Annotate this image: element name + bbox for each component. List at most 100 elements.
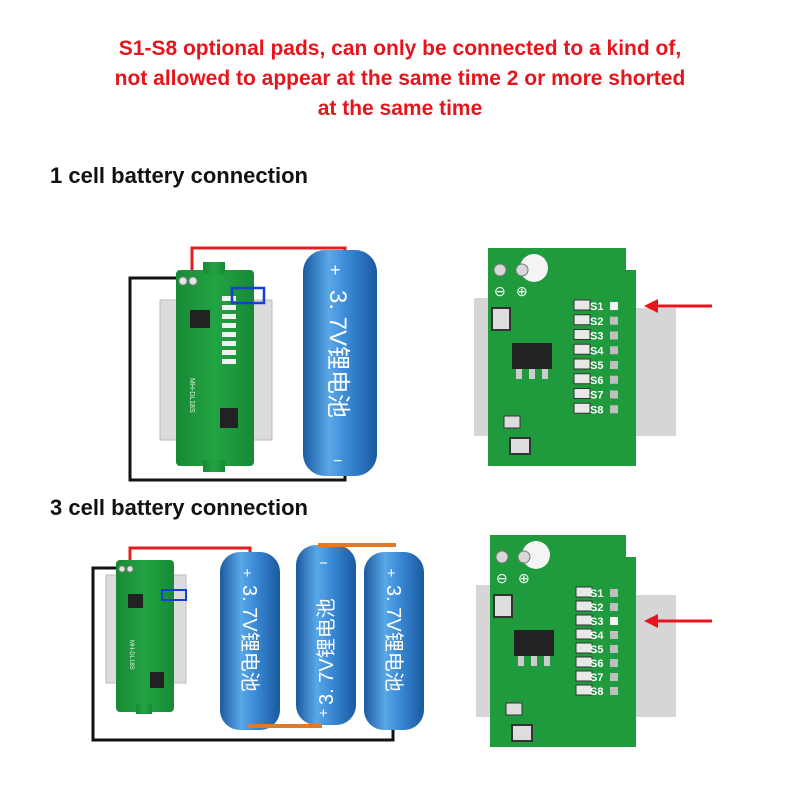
resistor-pad [573, 343, 591, 355]
bottom-component [511, 724, 533, 742]
section-title-1-cell: 1 cell battery connection [50, 163, 308, 188]
resistor-pad [575, 586, 593, 598]
pad-label-s3: S3 [590, 331, 603, 343]
selection-arrow-head [644, 614, 658, 628]
notice-line-2: not allowed to appear at the same time 2… [114, 67, 686, 90]
resistor-pad [575, 684, 593, 696]
pad-label-s8: S8 [590, 686, 603, 698]
bottom-component [509, 437, 531, 455]
pad-label-s8: S8 [590, 404, 603, 416]
resistor-pad [575, 642, 593, 654]
display-backing-right [636, 308, 676, 436]
solder-pad [610, 659, 618, 667]
pad-label-s4: S4 [590, 630, 604, 642]
svg-text:+: + [387, 565, 396, 582]
solder-pad [610, 346, 618, 355]
s3-highlight-box [161, 589, 187, 601]
notice-line-1: S1-S8 optional pads, can only be connect… [118, 37, 682, 60]
pad-label-s3: S3 [590, 616, 603, 628]
solder-pad [610, 405, 618, 414]
svg-text:+: + [243, 565, 252, 582]
resistor-pad [575, 656, 593, 668]
chip-pin [531, 656, 537, 666]
svg-text:3. 7V锂电池: 3. 7V锂电池 [238, 585, 261, 692]
board-model-label-3cell: MH-DL18S [128, 640, 134, 670]
small-component [503, 415, 521, 429]
solder-pad [610, 361, 618, 369]
pcb-board-3cell [116, 560, 174, 712]
svg-text:3. 7V锂电池: 3. 7V锂电池 [315, 598, 338, 705]
three-cell-diagram: MH-DL18S + 3. 7V锂电池 − 3. 7V锂电池 + + 3. 7V… [91, 543, 424, 742]
battery-cell-1 [220, 552, 280, 730]
solder-pad [610, 631, 618, 639]
terminal-plus-pad [517, 550, 531, 564]
section-title-3-cell: 3 cell battery connection [50, 495, 308, 520]
resistor-pad [573, 373, 591, 385]
series-strip-top [318, 543, 396, 547]
s1-highlight-box [230, 286, 266, 305]
pad-label-s7: S7 [590, 390, 603, 402]
chip-pin [544, 656, 550, 666]
black-wire-3cell [91, 566, 395, 742]
pad-label-s2: S2 [590, 602, 603, 614]
svg-text:+: + [319, 705, 328, 722]
regulator-chip [514, 630, 554, 656]
pad-label-s2: S2 [590, 316, 603, 328]
mounting-hole [520, 254, 548, 282]
terminal-minus-symbol: ⊖ [496, 570, 508, 586]
pad-label-s7: S7 [590, 672, 603, 684]
battery-cell [303, 250, 377, 476]
board-model-label: MH-DL18S [188, 378, 195, 413]
zoom-pcb [488, 248, 636, 466]
zoom-pcb [490, 535, 636, 747]
one-cell-diagram: MH-DL18S + − 3. 7V锂电池 [128, 246, 377, 482]
solder-pad [610, 316, 618, 325]
resistor-pad [575, 614, 593, 626]
pad-label-s4: S4 [590, 345, 604, 357]
chip-pin [529, 369, 535, 379]
terminal-minus-pad [495, 550, 509, 564]
solder-pad [610, 390, 618, 399]
resistor-pad [573, 402, 591, 414]
resistor-pad [575, 670, 593, 682]
chip-pin [516, 369, 522, 379]
plus-terminal [188, 276, 198, 286]
pad-label-s5: S5 [590, 360, 603, 372]
display-backing-right [636, 595, 676, 717]
black-wire [128, 276, 347, 482]
solder-pad [610, 645, 618, 653]
pad-warning-notice: S1-S8 optional pads, can only be connect… [20, 34, 780, 124]
svg-text:3. 7V锂电池: 3. 7V锂电池 [382, 585, 405, 692]
pcb-board [176, 270, 254, 466]
terminal-plus-symbol: ⊕ [516, 283, 528, 299]
solder-pad [610, 603, 618, 611]
resistor-pad [575, 628, 593, 640]
solder-pad [610, 617, 618, 625]
solder-pad [610, 375, 618, 384]
battery-cell-2 [296, 545, 356, 725]
resistor-pad [573, 314, 591, 326]
diode [491, 307, 511, 331]
notice-line-3: at the same time [317, 97, 483, 120]
mounting-hole [522, 541, 550, 569]
terminal-plus-symbol: ⊕ [518, 570, 530, 586]
regulator-chip [190, 310, 210, 328]
pad-label-s1: S1 [590, 588, 603, 600]
diode [493, 594, 513, 618]
selection-arrow-head [644, 299, 658, 313]
regulator-chip [512, 343, 552, 369]
small-pad-rows [222, 296, 236, 364]
pad-label-s6: S6 [590, 375, 603, 387]
solder-pad [610, 673, 618, 681]
solder-pad [610, 302, 618, 310]
resistor-pad [573, 299, 591, 311]
resistor-pad [573, 358, 591, 370]
resistor-pad [573, 388, 591, 399]
pad-label-s5: S5 [590, 644, 603, 656]
minus-terminal [178, 276, 188, 286]
terminal-minus-symbol: ⊖ [494, 283, 506, 299]
svg-text:−: − [319, 555, 328, 572]
